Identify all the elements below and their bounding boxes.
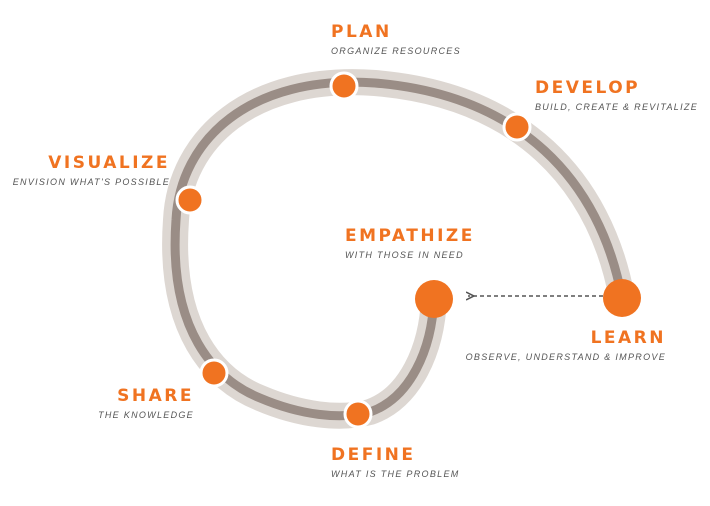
node-empathize [415,280,453,318]
node-develop [502,112,532,142]
empathize-title: EMPATHIZE [345,226,475,246]
empathize-subtitle: WITH THOSE IN NEED [345,250,464,260]
stage-learn: LEARN OBSERVE, UNDERSTAND & IMPROVE [466,328,666,363]
plan-subtitle: ORGANIZE RESOURCES [331,46,461,56]
develop-subtitle: BUILD, CREATE & REVITALIZE [535,102,698,112]
node-visualize [175,185,205,215]
node-plan [329,71,359,101]
stage-define: DEFINE WHAT IS THE PROBLEM [331,445,460,480]
stage-plan: PLAN ORGANIZE RESOURCES [331,22,461,57]
stage-share: SHARE THE KNOWLEDGE [98,386,194,421]
visualize-title: VISUALIZE [48,153,170,173]
share-subtitle: THE KNOWLEDGE [98,410,194,420]
node-learn [603,279,641,317]
stage-empathize: EMPATHIZE WITH THOSE IN NEED [345,226,475,261]
visualize-subtitle: ENVISION WHAT'S POSSIBLE [12,177,170,187]
plan-title: PLAN [331,22,392,42]
define-title: DEFINE [331,445,416,465]
develop-title: DEVELOP [535,78,641,98]
stage-develop: DEVELOP BUILD, CREATE & REVITALIZE [535,78,698,113]
node-define [343,399,373,429]
stage-visualize: VISUALIZE ENVISION WHAT'S POSSIBLE [13,153,170,188]
define-subtitle: WHAT IS THE PROBLEM [331,469,460,479]
node-share [199,358,229,388]
learn-subtitle: OBSERVE, UNDERSTAND & IMPROVE [465,352,666,362]
share-title: SHARE [117,386,194,406]
learn-title: LEARN [590,328,666,348]
